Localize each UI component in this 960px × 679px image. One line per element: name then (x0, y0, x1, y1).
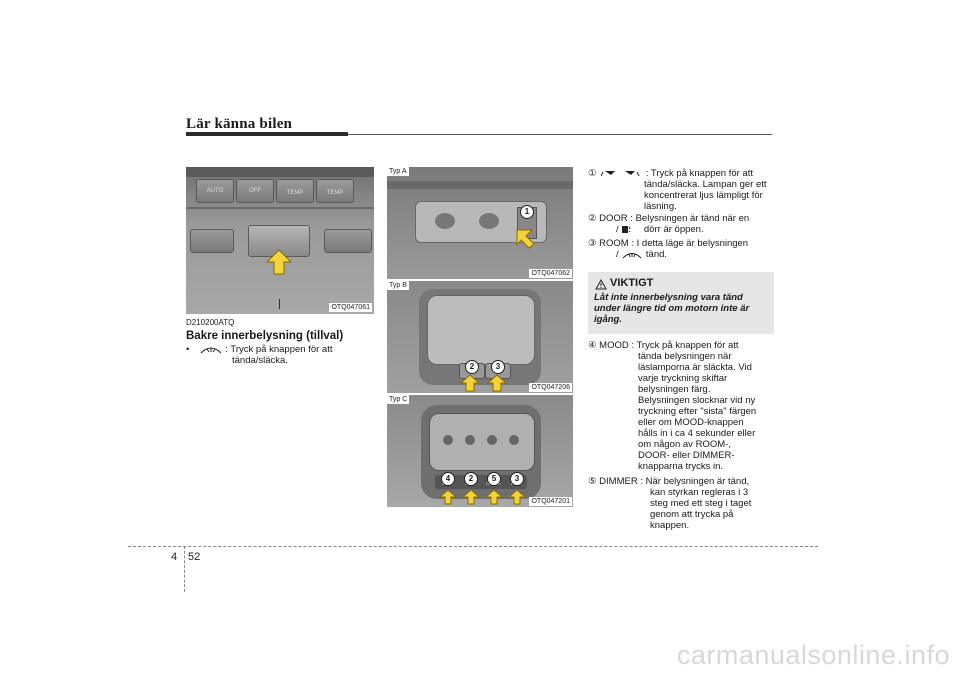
item-2-line-0: Belysningen är tänd när en (635, 213, 750, 224)
typ-c-label: Typ C (387, 395, 410, 404)
item-5-num: ⑤ (588, 476, 597, 487)
header-rule-thick (186, 132, 348, 136)
typ-b-label: Typ B (387, 281, 409, 290)
item-4-line-3: varje tryckning skiftar (638, 373, 728, 384)
typ-b-code: OTQ047206 (529, 383, 572, 392)
warning-icon (595, 278, 607, 290)
typ-a-code: OTQ047062 (529, 269, 572, 278)
arrow-up-icon (439, 489, 457, 505)
item-5-line-0: När belysningen är tänd, (645, 476, 750, 487)
typ-c-num-2: 2 (464, 472, 478, 486)
item-5: ⑤ DIMMER : När belysningen är tänd, kan … (588, 476, 774, 531)
item-4-num: ④ (588, 340, 597, 351)
bullet-text-1: : Tryck på knappen för att (225, 344, 333, 355)
typ-c-code: OTQ047201 (529, 497, 572, 506)
item-1: ① : Tryck på knappen för att tända/släck… (588, 168, 774, 212)
item-5-label: DIMMER : (599, 476, 643, 487)
watermark: carmanualsonline.info (676, 640, 950, 670)
typ-a-photo: Typ A 1 OTQ047062 (387, 167, 573, 279)
temp-up-button: TEMP (316, 179, 354, 203)
typ-b-num-3: 3 (491, 360, 505, 374)
item-5-line-1: kan styrkan regleras i 3 (650, 487, 749, 498)
bullet-item: • : Tryck på knappen för att tända/släck… (186, 344, 374, 366)
typ-b-num-2: 2 (465, 360, 479, 374)
header-rule-thin (348, 134, 772, 135)
footer-rule (128, 546, 818, 547)
notice-line-2: igång. (594, 314, 622, 325)
typ-a-label: Typ A (387, 167, 409, 176)
item-4-line-9: om någon av ROOM-, (638, 439, 731, 450)
off-button: OFF (236, 179, 274, 203)
arrow-up-icon (462, 489, 480, 505)
item-4-line-0: Tryck på knappen för att (636, 340, 739, 351)
section-heading: Bakre innerbelysning (tillval) (186, 330, 344, 342)
item-2-slash: / (616, 224, 619, 235)
page-number: 52 (188, 551, 201, 563)
console-photo: AUTO OFF TEMP TEMP OTQ047061 (186, 167, 374, 314)
arrow-up-icon (508, 489, 526, 505)
item-3-label: ROOM : (599, 238, 635, 249)
arrow-up-icon (266, 249, 292, 275)
item-5-line-2: steg med ett steg i taget (650, 498, 752, 509)
item-3-num: ③ (588, 238, 597, 249)
item-2: ② DOOR : Belysningen är tänd när en / dö… (588, 213, 774, 235)
typ-c-num-4: 4 (441, 472, 455, 486)
item-4-label: MOOD : (599, 340, 635, 351)
temp-down-button: TEMP (276, 179, 314, 203)
item-2-num: ② (588, 213, 597, 224)
item-4: ④ MOOD : Tryck på knappen för att tända … (588, 340, 774, 472)
typ-b-photo: Typ B 2 3 OTQ047206 (387, 281, 573, 393)
auto-button: AUTO (196, 179, 234, 203)
bullet-text-2: tända/släcka. (232, 355, 288, 366)
item-3-slash: / (616, 249, 619, 260)
map-light-icon (600, 171, 640, 177)
ref-code: D210200ATQ (186, 318, 235, 327)
item-3-line-1: tänd. (645, 249, 668, 260)
room-light-icon (622, 252, 642, 259)
item-2-label: DOOR : (599, 213, 633, 224)
notice-box: VIKTIGT Låt inte innerbelysning vara tän… (588, 272, 774, 334)
item-1-line-3: läsning. (644, 201, 677, 212)
arrow-up-icon (460, 374, 480, 392)
door-light-icon (622, 225, 631, 233)
section-title: Lär känna bilen (186, 116, 293, 132)
item-4-line-10: DOOR- eller DIMMER- (638, 450, 735, 461)
chapter-number: 4 (171, 551, 178, 563)
item-1-line-0: : Tryck på knappen för att (645, 168, 754, 179)
item-4-line-2: läslamporna är släckta. Vid (638, 362, 752, 373)
arrow-up-icon (516, 229, 535, 249)
item-4-line-8: hålls in i ca 4 sekunder eller (638, 428, 756, 439)
footer-divider (184, 546, 185, 592)
item-3-line-0: I detta läge är belysningen (636, 238, 749, 249)
item-4-line-7: eller om MOOD-knappen (638, 417, 744, 428)
item-4-line-4: belysningen färg. (638, 384, 711, 395)
rear-light-icon (200, 347, 221, 354)
item-4-line-5: Belysningen slocknar vid ny (638, 395, 756, 406)
image-code: OTQ047061 (329, 303, 372, 312)
item-5-line-4: knappen. (650, 520, 690, 531)
typ-c-num-3: 3 (510, 472, 524, 486)
item-3: ③ ROOM : I detta läge är belysningen / t… (588, 238, 774, 260)
item-2-line-1: dörr är öppen. (643, 224, 704, 235)
typ-c-num-5: 5 (487, 472, 501, 486)
notice-title: VIKTIGT (610, 277, 654, 289)
item-4-line-6: tryckning efter "sista" färgen (638, 406, 757, 417)
typ-c-photo: Typ C MOOD DOOR DIMMER ROOM 4 2 5 3 OTQ0… (387, 395, 573, 507)
arrow-up-icon (487, 374, 507, 392)
item-4-line-11: knapparna trycks in. (638, 461, 724, 472)
notice-line-1: under längre tid om motorn inte är (594, 303, 750, 314)
notice-line-0: Låt inte innerbelysning vara tänd (594, 292, 743, 303)
item-1-line-2: koncentrerat ljus lämpligt för (644, 190, 763, 201)
item-5-line-3: genom att trycka på (650, 509, 734, 520)
item-4-line-1: tända belysningen när (638, 351, 732, 362)
item-1-line-1: tända/släcka. Lampan ger ett (644, 179, 767, 190)
arrow-up-icon (485, 489, 503, 505)
item-1-num: ① (588, 168, 597, 179)
typ-a-num: 1 (520, 205, 534, 219)
